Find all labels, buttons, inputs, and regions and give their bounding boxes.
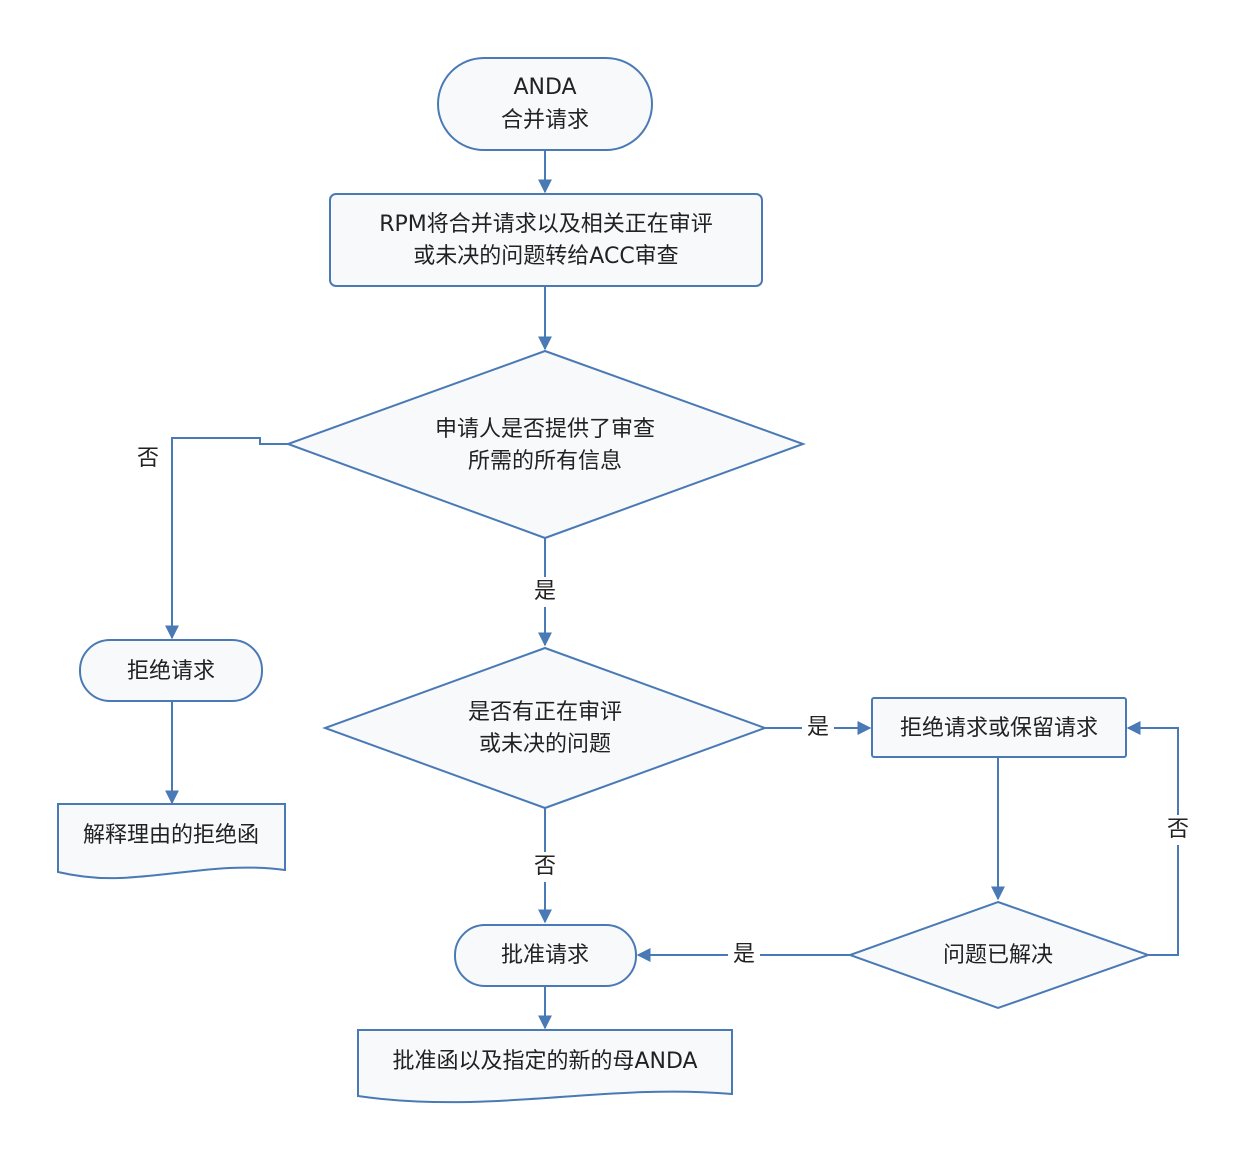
node-reject: 拒绝请求 (79, 639, 263, 702)
node-pending-check-line-1: 是否有正在审评 (468, 700, 622, 725)
terminator-shape (454, 924, 637, 987)
document-shape (57, 803, 286, 880)
label-pending-yes: 是 (807, 715, 829, 740)
label-resolved-yes: 是 (733, 942, 755, 967)
node-pending-check-line-2: 或未决的问题 (479, 732, 611, 757)
node-start: ANDA 合并请求 (437, 57, 653, 151)
node-info-check-line-1: 申请人是否提供了审查 (435, 417, 655, 442)
label-bg-pending-no (530, 852, 560, 882)
terminator-shape (79, 639, 263, 702)
label-resolved-no: 否 (1167, 817, 1189, 842)
label-info-yes: 是 (534, 579, 556, 604)
node-start-line-1: ANDA (513, 75, 576, 100)
node-pending-check: 是否有正在审评 或未决的问题 (322, 646, 768, 810)
process-shape (329, 193, 763, 287)
label-bg-resolved-no (1163, 815, 1193, 845)
edge-labels: 否 是 是 否 否 是 (137, 446, 1193, 970)
node-reject-or-hold: 拒绝请求或保留请求 (871, 697, 1127, 758)
node-reject-letter-line-1: 解释理由的拒绝函 (83, 823, 259, 848)
node-forward-line-1: RPM将合并请求以及相关正在审评 (379, 212, 713, 237)
node-approve-letter-line-1: 批准函以及指定的新的母ANDA (392, 1049, 697, 1074)
label-info-no: 否 (137, 446, 159, 471)
decision-shape (285, 349, 806, 540)
label-bg-info-yes (530, 577, 560, 607)
node-approve: 批准请求 (454, 924, 637, 987)
label-bg-resolved-yes (728, 940, 760, 970)
label-bg-pending-yes (802, 713, 834, 743)
edge-info-check-no (165, 437, 288, 640)
node-start-line-2: 合并请求 (501, 108, 589, 133)
decision-shape (322, 646, 768, 810)
decision-shape (847, 900, 1152, 1010)
process-shape (871, 697, 1127, 758)
node-forward-line-2: 或未决的问题转给ACC审查 (413, 244, 678, 269)
label-pending-no: 否 (534, 854, 556, 879)
node-info-check-line-2: 所需的所有信息 (468, 449, 622, 474)
node-reject-line-1: 拒绝请求 (127, 659, 215, 684)
node-approve-line-1: 批准请求 (501, 943, 589, 968)
document-shape (357, 1029, 733, 1104)
node-reject-or-hold-line-1: 拒绝请求或保留请求 (900, 716, 1098, 741)
node-resolved-check-line-1: 问题已解决 (943, 943, 1053, 968)
node-reject-letter: 解释理由的拒绝函 (57, 803, 286, 880)
node-resolved-check: 问题已解决 (847, 900, 1152, 1010)
node-info-check: 申请人是否提供了审查 所需的所有信息 (285, 349, 806, 540)
terminator-shape (437, 57, 653, 151)
node-approve-letter: 批准函以及指定的新的母ANDA (357, 1029, 733, 1104)
node-forward: RPM将合并请求以及相关正在审评 或未决的问题转给ACC审查 (329, 193, 763, 287)
